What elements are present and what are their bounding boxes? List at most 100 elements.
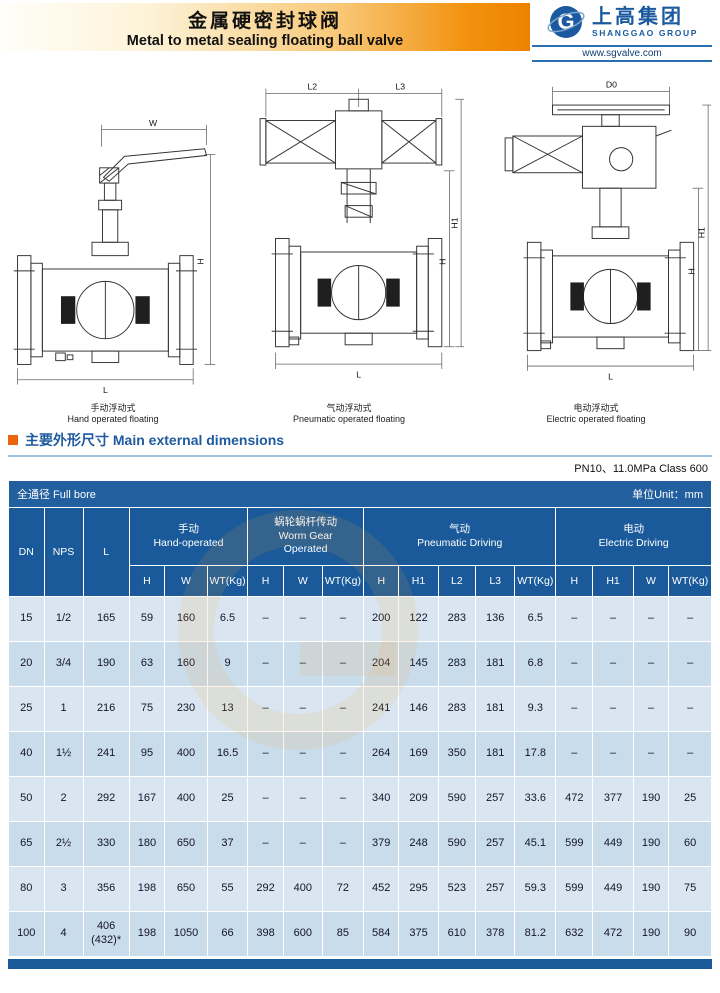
table-cell: 375 <box>398 911 439 957</box>
table-cell: 136 <box>475 596 516 642</box>
group-label-zh: 气动 <box>449 522 471 535</box>
col-header-nps: NPS <box>43 507 84 597</box>
group-label-zh: 蜗轮蜗杆传动 <box>274 516 338 529</box>
table-cell: 449 <box>592 821 634 867</box>
caption-zh: 气动浮动式 <box>326 402 372 413</box>
table-cell: 169 <box>398 731 439 777</box>
table-cell: 122 <box>398 596 439 642</box>
dim-label-d0: D0 <box>606 79 617 89</box>
table-cell: – <box>321 686 364 732</box>
page-title-en: Metal to metal sealing floating ball val… <box>126 32 404 49</box>
table-cell: – <box>592 686 634 732</box>
shanggao-logo-icon: G <box>547 6 585 38</box>
drawing-pneumatic-operated: L2 L3 <box>233 78 465 426</box>
table-cell: 80 <box>8 866 45 912</box>
table-cell: – <box>555 596 594 642</box>
group-label-en: Hand-operated <box>153 536 224 549</box>
table-cell: 17.8 <box>514 731 557 777</box>
subcol-header: H1 <box>398 565 439 597</box>
table-cell: 59.3 <box>514 866 557 912</box>
table-cell: 3 <box>43 866 84 912</box>
subcol-header: L3 <box>475 565 516 597</box>
table-cell: 452 <box>362 866 400 912</box>
section-bullet-icon <box>8 435 18 445</box>
brand-name-zh: 上高集团 <box>592 5 684 28</box>
table-cell: 209 <box>398 776 439 822</box>
group-electric: 电动 Electric Driving <box>555 507 712 566</box>
table-cell: 2½ <box>43 821 84 867</box>
table-cell: 63 <box>128 641 166 687</box>
dim-label-l: L <box>356 369 361 379</box>
table-cell: 40 <box>8 731 45 777</box>
table-cell: – <box>282 731 323 777</box>
subcol-header: L2 <box>437 565 477 597</box>
table-cell: 190 <box>632 866 670 912</box>
table-cell: 190 <box>632 776 670 822</box>
hand-operated-valve-drawing: W H <box>13 118 216 395</box>
subcol-header: WT(Kg) <box>514 565 557 597</box>
table-cell: 160 <box>164 641 208 687</box>
table-cell: – <box>632 731 670 777</box>
table-cell: 283 <box>437 596 477 642</box>
table-cell: – <box>668 686 712 732</box>
brand-name: 上高集团 SHANGGAO GROUP <box>592 5 698 38</box>
table-cell: 75 <box>128 686 166 732</box>
table-cell: 72 <box>321 866 364 912</box>
table-cell: 85 <box>321 911 364 957</box>
table-cell: 66 <box>206 911 249 957</box>
technical-drawings-row: W H <box>0 78 720 426</box>
table-cell: 9.3 <box>514 686 557 732</box>
group-label-en: Pneumatic Driving <box>417 536 503 549</box>
table-cell: 400 <box>282 866 323 912</box>
table-cell: 190 <box>632 821 670 867</box>
table-cell: 257 <box>475 776 516 822</box>
table-cell: 160 <box>164 596 208 642</box>
title-band: 金属硬密封球阀 Metal to metal sealing floating … <box>0 3 530 51</box>
drawing-caption: 气动浮动式 Pneumatic operated floating <box>233 403 465 426</box>
table-cell: 292 <box>82 776 130 822</box>
table-cell: 181 <box>475 731 516 777</box>
table-cell: 230 <box>164 686 208 732</box>
subcol-header: H <box>247 565 284 597</box>
unit-label: 单位Unit：mm <box>632 489 703 501</box>
dimensions-table: 全通径 Full bore 单位Unit：mm DN NPS L 手动 Hand… <box>8 480 712 957</box>
table-cell: – <box>321 776 364 822</box>
table-cell: – <box>668 641 712 687</box>
table-cell: 60 <box>668 821 712 867</box>
subcol-header: W <box>632 565 670 597</box>
table-cell: 25 <box>8 686 45 732</box>
subcol-header: W <box>164 565 208 597</box>
table-cell: 6.5 <box>206 596 249 642</box>
table-cell: 610 <box>437 911 477 957</box>
table-cell: – <box>668 596 712 642</box>
table-cell: 75 <box>668 866 712 912</box>
table-cell: 292 <box>247 866 284 912</box>
table-cell: 45.1 <box>514 821 557 867</box>
table-cell: – <box>321 596 364 642</box>
table-cell: – <box>632 596 670 642</box>
table-cell: 241 <box>82 731 130 777</box>
group-label-zh: 电动 <box>623 522 645 535</box>
table-cell: 198 <box>128 866 166 912</box>
drawing-caption: 手动浮动式 Hand operated floating <box>8 403 218 426</box>
table-cell: 340 <box>362 776 400 822</box>
table-cell: 190 <box>632 911 670 957</box>
table-cell: 81.2 <box>514 911 557 957</box>
table-cell: – <box>247 596 284 642</box>
table-cell: 20 <box>8 641 45 687</box>
subcol-header: H1 <box>592 565 634 597</box>
dim-label-h1: H1 <box>449 217 459 228</box>
table-cell: – <box>555 686 594 732</box>
table-cell: 25 <box>668 776 712 822</box>
table-cell: 1050 <box>164 911 208 957</box>
table-cell: – <box>592 731 634 777</box>
website-block: www.sgvalve.com <box>532 45 712 62</box>
table-cell: 25 <box>206 776 249 822</box>
dim-label-l: L <box>608 371 613 381</box>
caption-zh: 电动浮动式 <box>573 402 619 413</box>
